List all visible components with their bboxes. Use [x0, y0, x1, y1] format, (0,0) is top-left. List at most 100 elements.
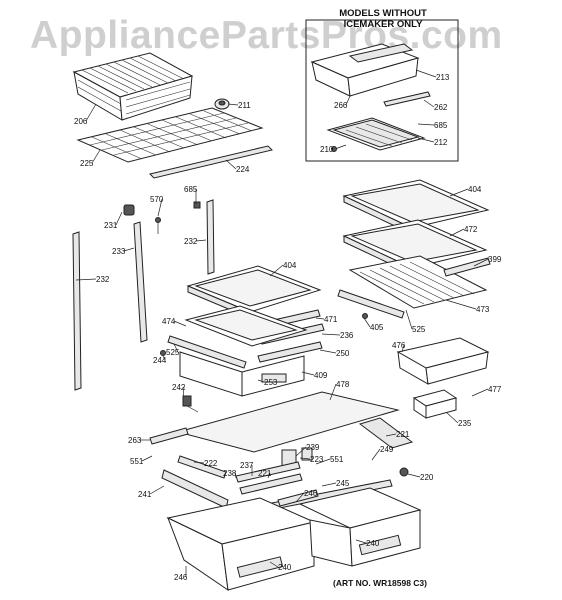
- callout-label: 249: [380, 445, 394, 454]
- pan-slide: [383, 91, 431, 107]
- callout-label: 525: [412, 325, 426, 334]
- callout-label: 685: [434, 121, 448, 130]
- leader-line: [449, 188, 469, 197]
- leader-line: [141, 455, 153, 462]
- shelf-knob: [214, 98, 230, 110]
- callout-label: 220: [420, 473, 434, 482]
- callout-label: 266: [334, 101, 348, 110]
- callout-label: 551: [130, 457, 144, 466]
- callout-label: 213: [436, 73, 450, 82]
- egg-tray: [412, 389, 458, 419]
- leader-line: [295, 446, 307, 457]
- leader-line: [267, 472, 271, 479]
- crisper-rail-lower: [239, 473, 303, 495]
- callout-label: 236: [340, 331, 354, 340]
- leader-line: [195, 239, 207, 242]
- callout-label: 477: [488, 385, 502, 394]
- callout-label: 221: [396, 430, 410, 439]
- callout-label: 685: [184, 185, 198, 194]
- screw: [331, 144, 347, 152]
- leader-line: [225, 159, 237, 170]
- callout-label: 225: [80, 159, 94, 168]
- leader-line: [445, 299, 477, 310]
- leader-line: [149, 485, 165, 495]
- callout-label: 221: [258, 469, 272, 478]
- callout-label: 231: [104, 221, 118, 230]
- meat-pan: [179, 351, 305, 397]
- leader-line: [91, 149, 101, 164]
- leader-line: [85, 103, 97, 122]
- leader-line: [75, 278, 97, 281]
- leader-line: [445, 411, 459, 424]
- leader-line: [173, 320, 187, 327]
- drawer-trim: [257, 341, 323, 363]
- callout-label: 237: [240, 461, 254, 470]
- crisper-cover-glass: [176, 391, 400, 453]
- leader-line: [269, 264, 284, 277]
- callout-label: 238: [223, 469, 237, 478]
- callout-label: 474: [162, 317, 176, 326]
- callout-label: 245: [336, 479, 350, 488]
- art-number: (ART NO. WR18598 C3): [333, 578, 427, 588]
- shelf-stop: [123, 204, 135, 216]
- leader-line: [157, 198, 163, 217]
- crisper-pan-left: [166, 497, 316, 592]
- cover-support-right: [358, 417, 414, 449]
- callout-label: 404: [468, 185, 482, 194]
- pan-screw: [160, 350, 166, 356]
- leader-line: [299, 457, 311, 460]
- center-bracket: [281, 447, 313, 467]
- snack-pan: [310, 43, 420, 97]
- leader-line: [269, 561, 279, 568]
- leader-line: [234, 472, 237, 479]
- shelf-rail: [133, 221, 148, 343]
- upper-rail: [206, 199, 215, 275]
- inset-title-line1: MODELS WITHOUT: [339, 8, 427, 19]
- inset-box: [305, 19, 459, 162]
- callout-label: 476: [392, 341, 406, 350]
- callout-label: 399: [488, 255, 502, 264]
- watermark: AppliancePartsPros.com: [30, 14, 503, 57]
- leader-line: [363, 317, 371, 328]
- leader-line: [449, 228, 465, 237]
- callout-label: 223: [310, 455, 324, 464]
- leader-line: [115, 211, 123, 226]
- pan-slide-left: [167, 335, 247, 369]
- leader-line: [301, 371, 315, 376]
- rail-screw: [155, 217, 161, 234]
- leader-line: [423, 99, 435, 108]
- leader-line: [182, 386, 185, 399]
- leader-line: [193, 461, 205, 464]
- shelf-support: [443, 257, 491, 277]
- inset-title-line2: ICEMAKER ONLY: [343, 19, 423, 30]
- leader-line: [405, 309, 413, 330]
- callout-label: 212: [434, 138, 448, 147]
- leader-line: [385, 433, 397, 437]
- callout-label: 246: [174, 573, 188, 582]
- callout-label: 240: [278, 563, 292, 572]
- cover-support-left: [149, 427, 189, 445]
- callout-label: 210: [320, 145, 334, 154]
- humidity-control: [399, 467, 409, 477]
- callout-label: 404: [283, 261, 297, 270]
- callout-label: 262: [434, 103, 448, 112]
- callout-label: 570: [150, 195, 164, 204]
- shelf-trim: [149, 145, 273, 179]
- callout-label: 239: [306, 443, 320, 452]
- bracket-screw: [362, 313, 368, 319]
- leader-line: [319, 349, 337, 354]
- callout-label: 525: [166, 348, 180, 357]
- callout-label: 242: [172, 383, 186, 392]
- adjustable-wire-shelf: [348, 255, 488, 309]
- cover-bracket: [182, 395, 199, 413]
- cover-frame: [326, 117, 426, 151]
- leader-line: [315, 458, 331, 465]
- callout-label: 244: [153, 356, 167, 365]
- callout-label: 409: [314, 371, 328, 380]
- callout-label: 551: [330, 455, 344, 464]
- leader-line: [401, 344, 405, 353]
- callout-label: 478: [336, 380, 350, 389]
- shelf-bracket: [337, 289, 405, 319]
